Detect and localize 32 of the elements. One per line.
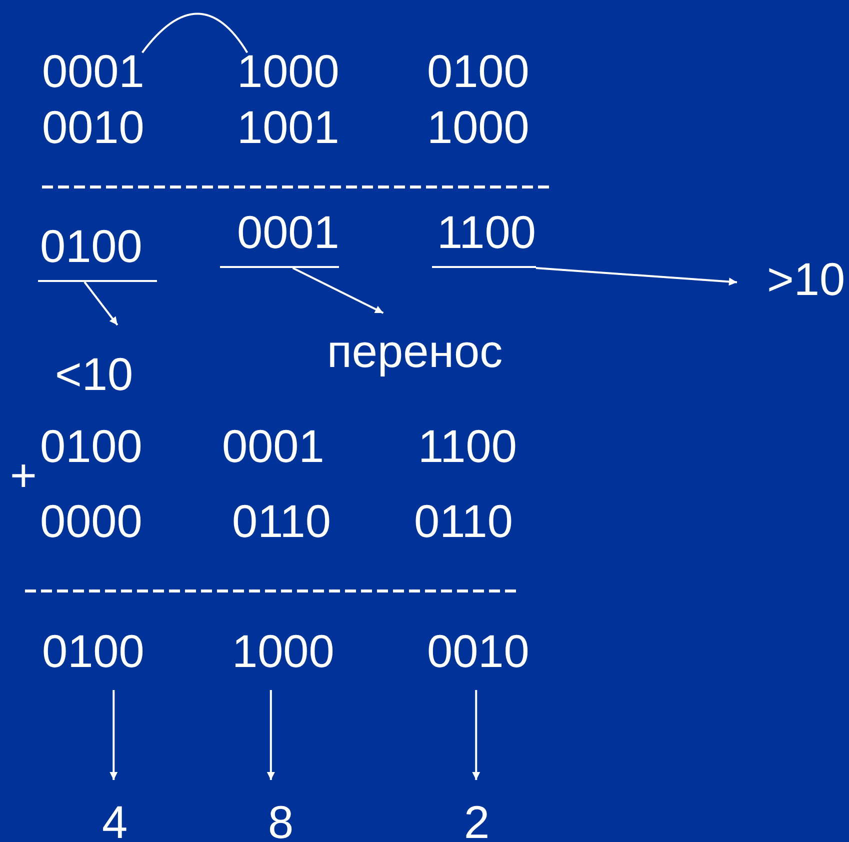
binary-number: 0100 — [40, 423, 142, 469]
arrow — [472, 690, 480, 780]
binary-number: 1001 — [237, 104, 340, 150]
carry-text: перенос — [327, 313, 503, 374]
decimal-digit: 2 — [464, 780, 490, 842]
underlined-number: 0001 — [220, 209, 340, 268]
binary-number: 0110 — [232, 498, 331, 544]
arrow — [110, 690, 118, 780]
binary-number: 0010 — [42, 104, 144, 150]
binary-number: 0001 — [42, 48, 144, 94]
underlined-number: 0100 — [38, 223, 158, 282]
binary-number: 0001 — [222, 423, 324, 469]
binary-number: 0010 — [427, 628, 530, 690]
arrow — [292, 267, 384, 314]
arrow — [266, 690, 275, 780]
decimal-digit: 8 — [268, 780, 294, 842]
comparison-text: <10 — [55, 325, 134, 397]
binary-number: 0100 — [42, 628, 144, 690]
binary-number: 0000 — [40, 498, 142, 544]
decimal-digit: 4 — [102, 780, 128, 842]
comparison-text: >10 — [737, 256, 846, 302]
binary-number: 1000 — [427, 104, 530, 150]
binary-number: 1000 — [232, 628, 334, 690]
binary-number: 0110 — [414, 498, 513, 544]
underlined-number: 1100 — [432, 209, 536, 268]
binary-number: 1000 — [237, 48, 340, 94]
arrow — [536, 267, 738, 286]
binary-number: 0100 — [427, 48, 530, 94]
arc-line — [142, 12, 248, 54]
plus-sign: + — [10, 452, 37, 498]
arrow — [84, 281, 118, 326]
binary-number: 1100 — [418, 423, 517, 469]
